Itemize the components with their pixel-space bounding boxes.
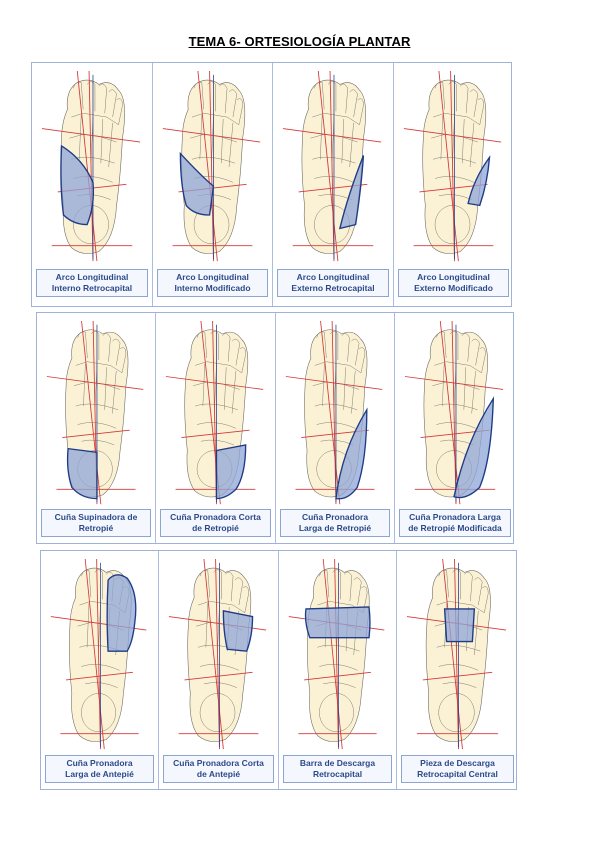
caption-line: Cuña Pronadora Corta bbox=[173, 758, 264, 768]
caption-line: Barra de Descarga bbox=[299, 758, 376, 768]
foot-diagram bbox=[43, 321, 149, 506]
foot-diagram bbox=[159, 71, 266, 263]
caption-line: Arco Longitudinal bbox=[296, 272, 370, 282]
figure-cell: Cuña Pronadora Larga de Retropié Modific… bbox=[395, 313, 515, 543]
figure-cell: Barra de Descarga Retrocapital bbox=[279, 551, 397, 789]
foot-diagram bbox=[162, 321, 269, 506]
caption: Arco Longitudinal Interno Modificado bbox=[157, 269, 268, 297]
caption-line: Retrocapital bbox=[312, 769, 363, 779]
caption: Cuña Pronadora Corta de Antepié bbox=[163, 755, 274, 783]
foot-diagram bbox=[400, 71, 507, 263]
caption: Cuña Supinadora de Retropié bbox=[41, 509, 151, 537]
foot-diagram bbox=[403, 559, 512, 751]
foot-skeleton-graphic bbox=[285, 321, 383, 505]
figure-cell: Pieza de Descarga Retrocapital Central bbox=[397, 551, 518, 789]
foot-skeleton-graphic bbox=[46, 321, 144, 505]
figure-cell: Cuña Pronadora Corta de Antepié bbox=[159, 551, 279, 789]
caption-line: Larga de Retropié bbox=[298, 523, 372, 533]
caption: Cuña Pronadora Larga de Retropié bbox=[280, 509, 390, 537]
caption-line: Cuña Pronadora bbox=[66, 758, 133, 768]
foot-skeleton-graphic bbox=[288, 559, 385, 750]
figure-cell: Cuña Supinadora de Retropié bbox=[37, 313, 156, 543]
caption: Cuña Pronadora Larga de Antepié bbox=[45, 755, 154, 783]
caption: Barra de Descarga Retrocapital bbox=[283, 755, 392, 783]
foot-diagram bbox=[282, 321, 388, 506]
foot-skeleton-graphic bbox=[50, 559, 147, 750]
caption-line: de Retropié bbox=[192, 523, 239, 533]
caption-line: Externo Modificado bbox=[414, 283, 493, 293]
foot-diagram bbox=[401, 321, 509, 506]
caption-line: Externo Retrocapital bbox=[291, 283, 375, 293]
caption-line: de Retropié Modificada bbox=[408, 523, 502, 533]
figure-cell: Arco Longitudinal Externo Modificado bbox=[394, 63, 513, 306]
caption: Pieza de Descarga Retrocapital Central bbox=[401, 755, 514, 783]
caption-line: Cuña Supinadora de bbox=[54, 512, 138, 522]
foot-skeleton-graphic bbox=[282, 71, 382, 262]
caption-line: Arco Longitudinal bbox=[55, 272, 129, 282]
foot-diagram bbox=[279, 71, 387, 263]
caption-line: Larga de Antepié bbox=[65, 769, 134, 779]
figure-cell: Arco Longitudinal Externo Retrocapital bbox=[273, 63, 394, 306]
foot-skeleton-graphic bbox=[162, 71, 261, 262]
figure-cell: Cuña Pronadora Larga de Retropié bbox=[276, 313, 395, 543]
caption-line: Arco Longitudinal bbox=[176, 272, 249, 282]
caption-line: Cuña Pronadora Larga bbox=[409, 512, 501, 522]
caption-line: Retropié bbox=[78, 523, 114, 533]
caption-line: Retrocapital Central bbox=[417, 769, 498, 779]
foot-skeleton-graphic bbox=[165, 321, 264, 505]
foot-skeleton-graphic bbox=[406, 559, 507, 750]
caption: Arco Longitudinal Externo Retrocapital bbox=[277, 269, 389, 297]
caption-line: Cuña Pronadora Corta bbox=[170, 512, 261, 522]
figure-cell: Cuña Pronadora Larga de Antepié bbox=[41, 551, 159, 789]
figure-row-3: Cuña Pronadora Larga de Antepié Cuña Pro… bbox=[40, 550, 517, 790]
figure-cell: Arco Longitudinal Interno Modificado bbox=[153, 63, 273, 306]
foot-diagram bbox=[38, 71, 146, 263]
caption-line: Interno Retrocapital bbox=[51, 283, 133, 293]
foot-diagram bbox=[285, 559, 390, 751]
foot-diagram bbox=[165, 559, 272, 751]
caption-line: Pieza de Descarga bbox=[420, 758, 495, 768]
caption-line: de Antepié bbox=[196, 769, 241, 779]
foot-skeleton-graphic bbox=[404, 321, 504, 505]
caption-line: Cuña Pronadora bbox=[301, 512, 369, 522]
caption: Arco Longitudinal Interno Retrocapital bbox=[36, 269, 148, 297]
caption-line: Arco Longitudinal bbox=[417, 272, 490, 282]
caption: Cuña Pronadora Larga de Retropié Modific… bbox=[399, 509, 511, 537]
foot-skeleton-graphic bbox=[168, 559, 267, 750]
figure-cell: Arco Longitudinal Interno Retrocapital bbox=[32, 63, 153, 306]
figure-cell: Cuña Pronadora Corta de Retropié bbox=[156, 313, 276, 543]
caption: Cuña Pronadora Corta de Retropié bbox=[160, 509, 271, 537]
foot-skeleton-graphic bbox=[41, 71, 141, 262]
caption-line: Interno Modificado bbox=[174, 283, 251, 293]
figure-row-2: Cuña Supinadora de Retropié Cuña Pronado… bbox=[36, 312, 514, 544]
page-title: TEMA 6- ORTESIOLOGÍA PLANTAR bbox=[188, 34, 411, 49]
figure-row-1: Arco Longitudinal Interno Retrocapital A… bbox=[31, 62, 512, 307]
foot-diagram bbox=[47, 559, 152, 751]
foot-skeleton-graphic bbox=[403, 71, 502, 262]
caption: Arco Longitudinal Externo Modificado bbox=[398, 269, 509, 297]
